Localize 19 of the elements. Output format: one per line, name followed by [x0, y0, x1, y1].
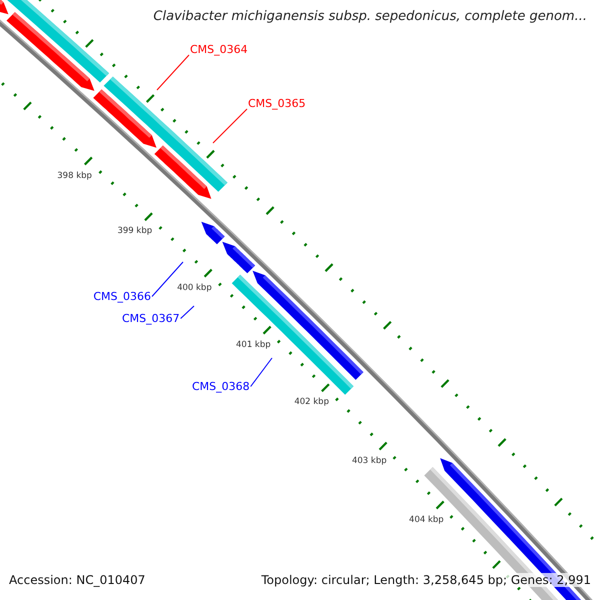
leader-line	[212, 108, 248, 144]
gene-label: CMS_0366	[93, 290, 151, 303]
leader-line	[152, 262, 184, 297]
gene-label: CMS_0364	[190, 43, 248, 56]
leader-line	[180, 306, 194, 319]
gene-label: CMS_0368	[192, 380, 250, 393]
scale-label: 402 kbp	[294, 397, 329, 408]
scale-label: 400 kbp	[177, 282, 212, 293]
genome-summary-text: Topology: circular; Length: 3,258,645 bp; Genes: 2,991	[259, 573, 593, 587]
scale-label: 404 kbp	[409, 514, 444, 525]
scale-label: 403 kbp	[352, 456, 387, 466]
scale-label: 398 kbp	[57, 170, 92, 181]
accession-text: Accession: NC_010407	[7, 573, 148, 587]
scale-label: 399 kbp	[118, 226, 152, 236]
leader-line	[156, 54, 190, 90]
gene-label: CMS_0365	[248, 97, 306, 110]
scale-label: 401 kbp	[236, 340, 271, 350]
gene-label: CMS_0367	[122, 312, 180, 325]
leader-line	[250, 358, 272, 387]
